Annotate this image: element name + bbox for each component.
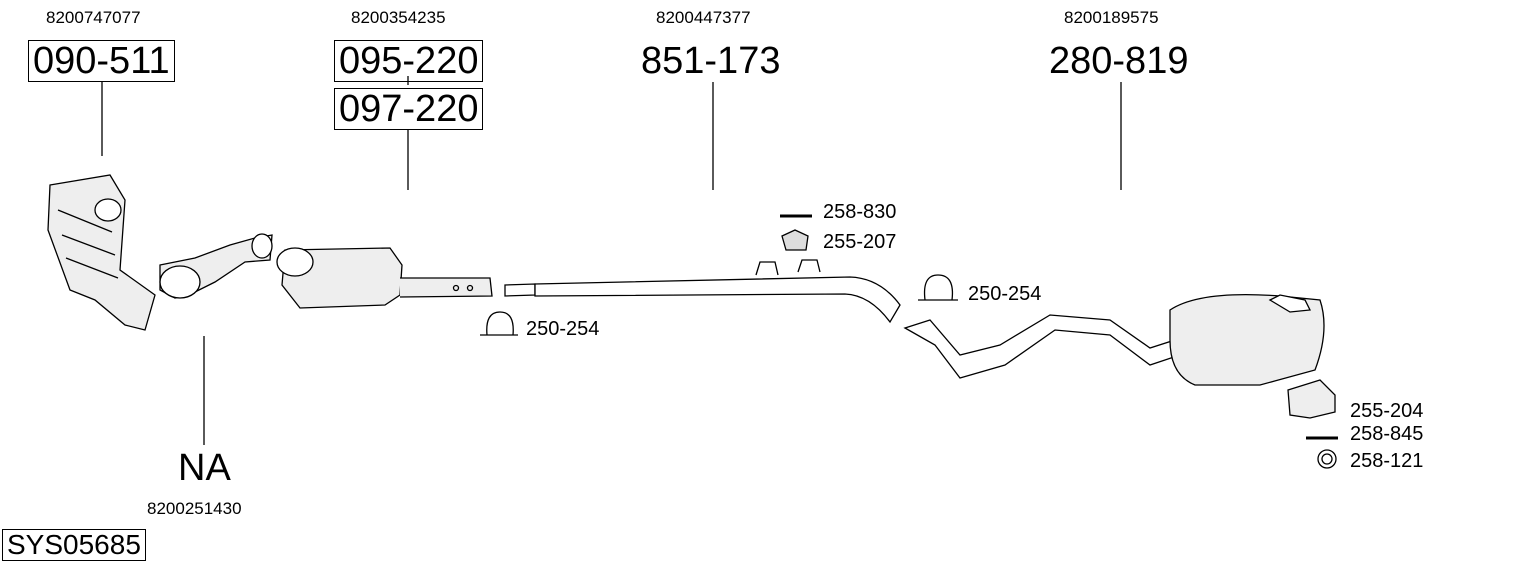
oem-number: 8200189575 — [1064, 8, 1159, 27]
accessory-code[interactable]: 255-207 — [823, 231, 897, 253]
accessory-code[interactable]: 258-845 — [1350, 423, 1424, 445]
part-code-box[interactable]: 097-220 — [334, 88, 484, 130]
system-id: SYS05685 — [2, 529, 146, 561]
rear-silencer — [903, 294, 1325, 386]
part-code[interactable]: NA — [178, 447, 231, 489]
oem-number: 8200447377 — [656, 8, 751, 27]
manifold-catalyst — [47, 174, 156, 331]
accessory-code[interactable]: 258-830 — [823, 201, 897, 223]
clamp-icon — [480, 311, 518, 336]
ring-icon — [1317, 449, 1337, 469]
oem-number: 8200354235 — [351, 8, 446, 27]
accessory-code[interactable]: 258-121 — [1350, 450, 1424, 472]
accessory-code[interactable]: 250-254 — [526, 318, 600, 340]
accessory-code[interactable]: 255-204 — [1350, 400, 1424, 422]
clamp-icon — [918, 274, 958, 301]
oem-number: 8200747077 — [46, 8, 141, 27]
part-code[interactable]: 851-173 — [641, 40, 781, 82]
catalytic-converter — [276, 247, 493, 309]
flex-pipe — [159, 233, 273, 299]
part-code[interactable]: 280-819 — [1049, 40, 1189, 82]
accessory-code[interactable]: 250-254 — [968, 283, 1042, 305]
oem-number: 8200251430 — [147, 499, 242, 518]
bracket-icon — [1287, 379, 1336, 419]
part-code-box[interactable]: 095-220 — [334, 40, 484, 82]
rubber-mount-icon — [781, 229, 809, 251]
part-code-box[interactable]: 090-511 — [28, 40, 175, 82]
middle-pipe — [504, 259, 901, 324]
